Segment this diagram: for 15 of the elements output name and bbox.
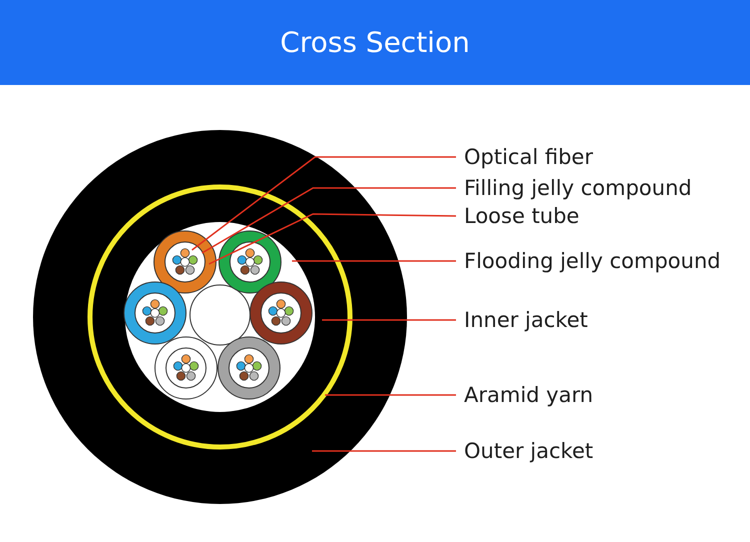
part-label: Loose tube	[456, 202, 580, 230]
part-label: Aramid yarn	[456, 381, 594, 409]
title: Cross Section	[280, 26, 470, 59]
leader-line	[325, 394, 456, 396]
leader-line	[292, 260, 456, 262]
part-label: Inner jacket	[456, 306, 588, 334]
leader-line	[202, 187, 456, 254]
leader-line	[192, 156, 456, 251]
part-label: Optical fiber	[456, 143, 593, 171]
leader-line	[322, 319, 456, 321]
part-label: Filling jelly compound	[456, 174, 692, 202]
leader-line	[312, 450, 456, 452]
part-label: Outer jacket	[456, 437, 594, 465]
part-label: Flooding jelly compound	[456, 247, 721, 275]
leader-line	[208, 213, 456, 265]
